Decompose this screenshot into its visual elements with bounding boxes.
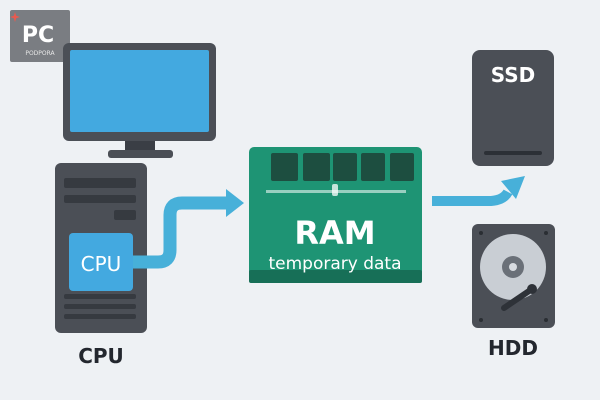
monitor-neck [125, 141, 155, 152]
ram-chip-3 [333, 153, 357, 181]
ram-chip-2 [303, 153, 330, 181]
ram-contact-strip [249, 270, 422, 283]
ram-subtitle: temporary data [268, 254, 401, 274]
monitor-icon [63, 43, 216, 158]
logo-star-icon [10, 12, 20, 22]
tower-power-button [114, 210, 136, 220]
arrow-shaft [432, 189, 513, 206]
tower-vent-3 [64, 314, 136, 319]
tower-drive-bay-2 [64, 195, 136, 203]
logo-background [10, 10, 70, 62]
ram-chip-5 [390, 153, 414, 181]
logo-initials: PC [22, 23, 54, 48]
tower-drive-bay-1 [64, 178, 136, 188]
cpu-chip-label: CPU [81, 252, 122, 276]
hdd-caption: HDD [488, 336, 538, 360]
arrow-shaft [133, 196, 228, 269]
arrow-cpu-to-ram [133, 189, 244, 269]
arrow-head [501, 176, 525, 199]
ram-module-icon: RAM temporary data [249, 147, 422, 283]
hdd-icon [472, 224, 555, 328]
logo-subtext: PODPORA [25, 50, 55, 57]
hdd-screw-tr [544, 231, 548, 235]
ram-notch [332, 184, 338, 196]
hdd-screw-bl [479, 318, 483, 322]
tower-vent-1 [64, 294, 136, 299]
hdd-screw-tl [479, 231, 483, 235]
tower-vent-2 [64, 304, 136, 309]
arrow-ram-to-ssd [432, 176, 525, 206]
ssd-icon: SSD [472, 50, 554, 166]
pc-podpora-logo: PC PODPORA [10, 10, 70, 62]
monitor-screen [70, 50, 209, 132]
hdd-arm-pivot [527, 284, 537, 294]
ram-title: RAM [294, 214, 375, 252]
monitor-stand-base [108, 150, 173, 158]
arrow-head [226, 189, 244, 217]
ssd-slot-line [484, 151, 542, 155]
ssd-label: SSD [491, 63, 536, 87]
ssd-body [472, 50, 554, 166]
hdd-screw-br [544, 318, 548, 322]
ram-chip-1 [271, 153, 298, 181]
cpu-chip [69, 233, 133, 291]
hdd-read-arm [501, 286, 535, 311]
cpu-caption: CPU [78, 344, 124, 368]
ram-chip-4 [361, 153, 385, 181]
hdd-spindle-center [509, 263, 517, 271]
pc-tower-icon: CPU [55, 163, 147, 333]
